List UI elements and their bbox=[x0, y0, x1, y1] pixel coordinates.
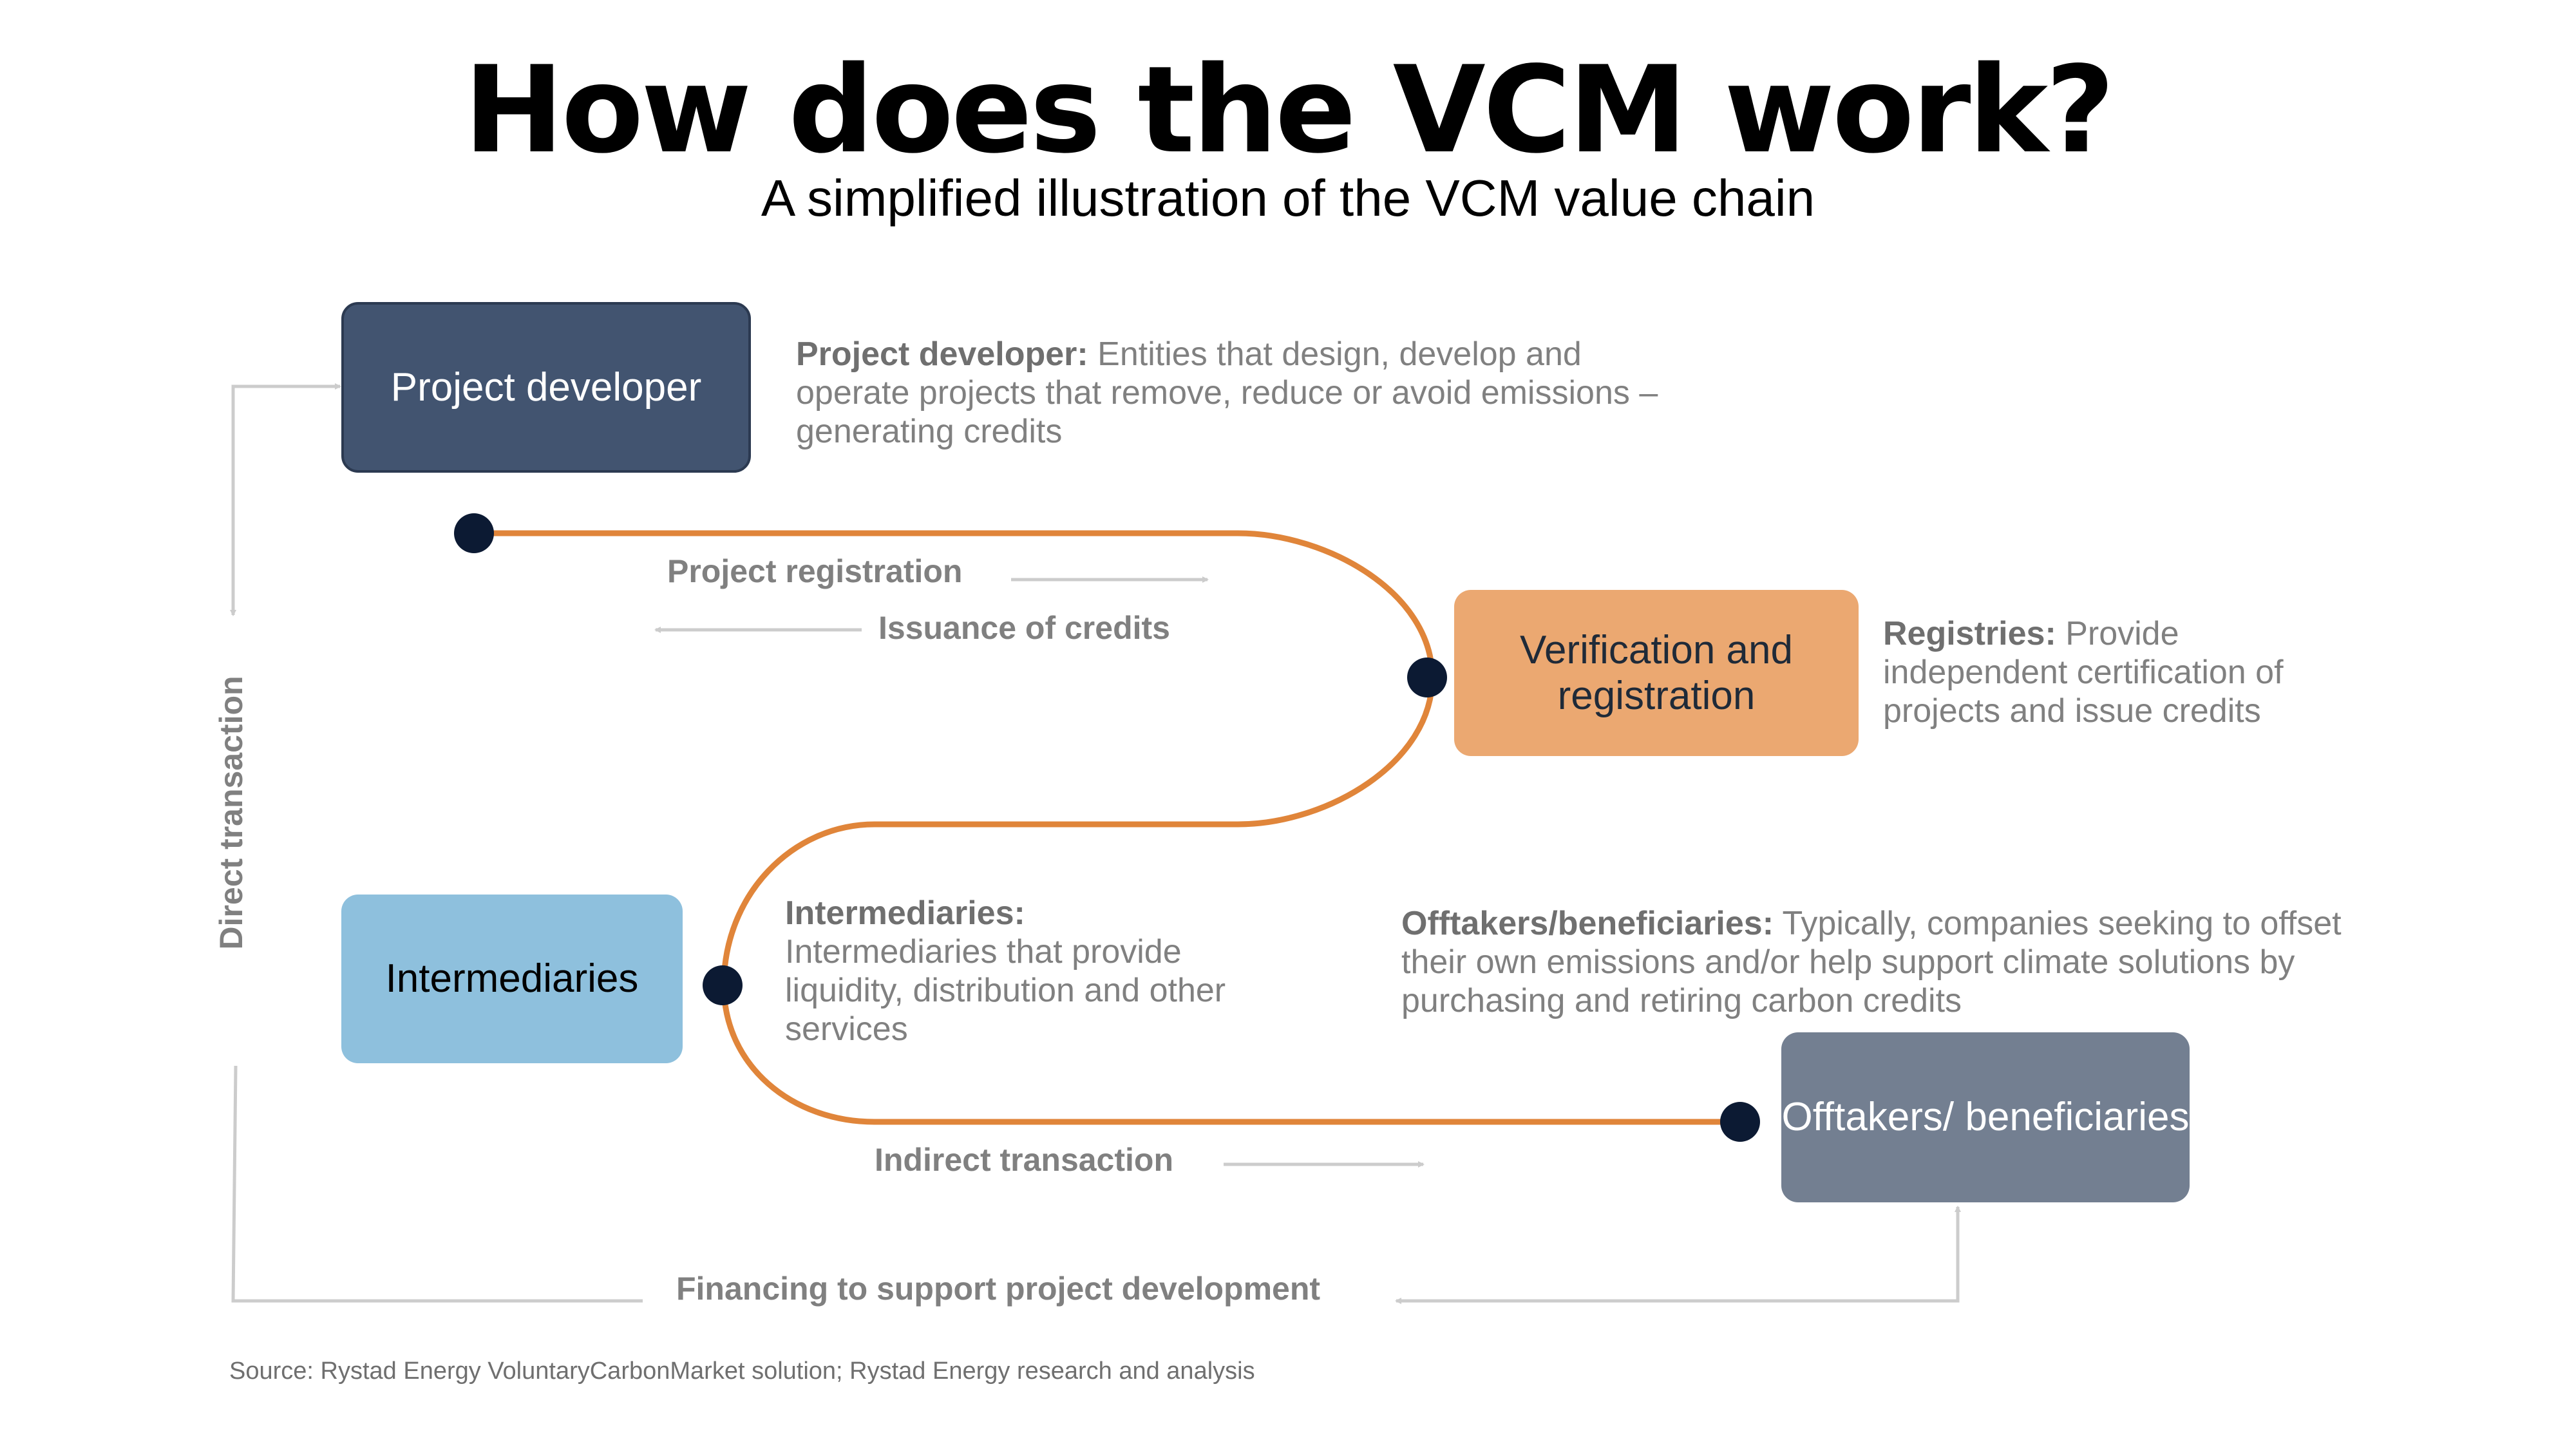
dot-intermediaries bbox=[703, 965, 743, 1005]
offtakers-box: Offtakers/ beneficiaries bbox=[1781, 1032, 2190, 1202]
verification-registration-box: Verification and registration bbox=[1454, 590, 1859, 756]
offtakers-desc-text: Typically, companies seeking to offset t… bbox=[1401, 905, 2342, 1019]
dot-verification bbox=[1407, 658, 1447, 697]
value-chain-path bbox=[477, 530, 1739, 1125]
project-developer-description: Project developer: Entities that design,… bbox=[796, 335, 1685, 451]
dot-project-developer bbox=[454, 513, 494, 553]
offtakers-desc-title: Offtakers/beneficiaries: bbox=[1401, 905, 1774, 942]
intermediaries-desc-title: Intermediaries: bbox=[785, 895, 1025, 932]
dot-offtakers bbox=[1720, 1102, 1760, 1142]
project-developer-desc-text: Entities that design, develop and operat… bbox=[796, 336, 1658, 450]
issuance-of-credits-label: Issuance of credits bbox=[878, 610, 1170, 646]
intermediaries-box: Intermediaries bbox=[341, 895, 683, 1063]
page-subtitle: A simplified illustration of the VCM val… bbox=[761, 169, 1815, 227]
financing-label: Financing to support project development bbox=[676, 1271, 1321, 1307]
arrow-direct-transaction-top bbox=[231, 383, 341, 615]
indirect-transaction-label: Indirect transaction bbox=[875, 1142, 1173, 1178]
registries-desc-text: Provide independent certification of pro… bbox=[1883, 615, 2284, 730]
project-developer-box: Project developer bbox=[341, 302, 751, 473]
intermediaries-desc-text: Intermediaries that provide liquidity, d… bbox=[785, 933, 1226, 1048]
offtakers-description: Offtakers/beneficiaries: Typically, comp… bbox=[1401, 904, 2354, 1020]
registries-desc-title: Registries: bbox=[1883, 615, 2056, 652]
arrow-financing-to-offtakers bbox=[1396, 1206, 1961, 1303]
direct-transaction-label: Direct transaction bbox=[213, 676, 249, 950]
project-developer-desc-title: Project developer: bbox=[796, 336, 1088, 373]
financing-line-left bbox=[231, 1065, 643, 1303]
page-title: How does the VCM work? bbox=[463, 40, 2115, 180]
source-note: Source: Rystad Energy VoluntaryCarbonMar… bbox=[229, 1358, 1255, 1385]
intermediaries-description: Intermediaries: Intermediaries that prov… bbox=[785, 894, 1249, 1048]
registries-description: Registries: Provide independent certific… bbox=[1883, 614, 2360, 730]
project-registration-label: Project registration bbox=[667, 553, 963, 589]
